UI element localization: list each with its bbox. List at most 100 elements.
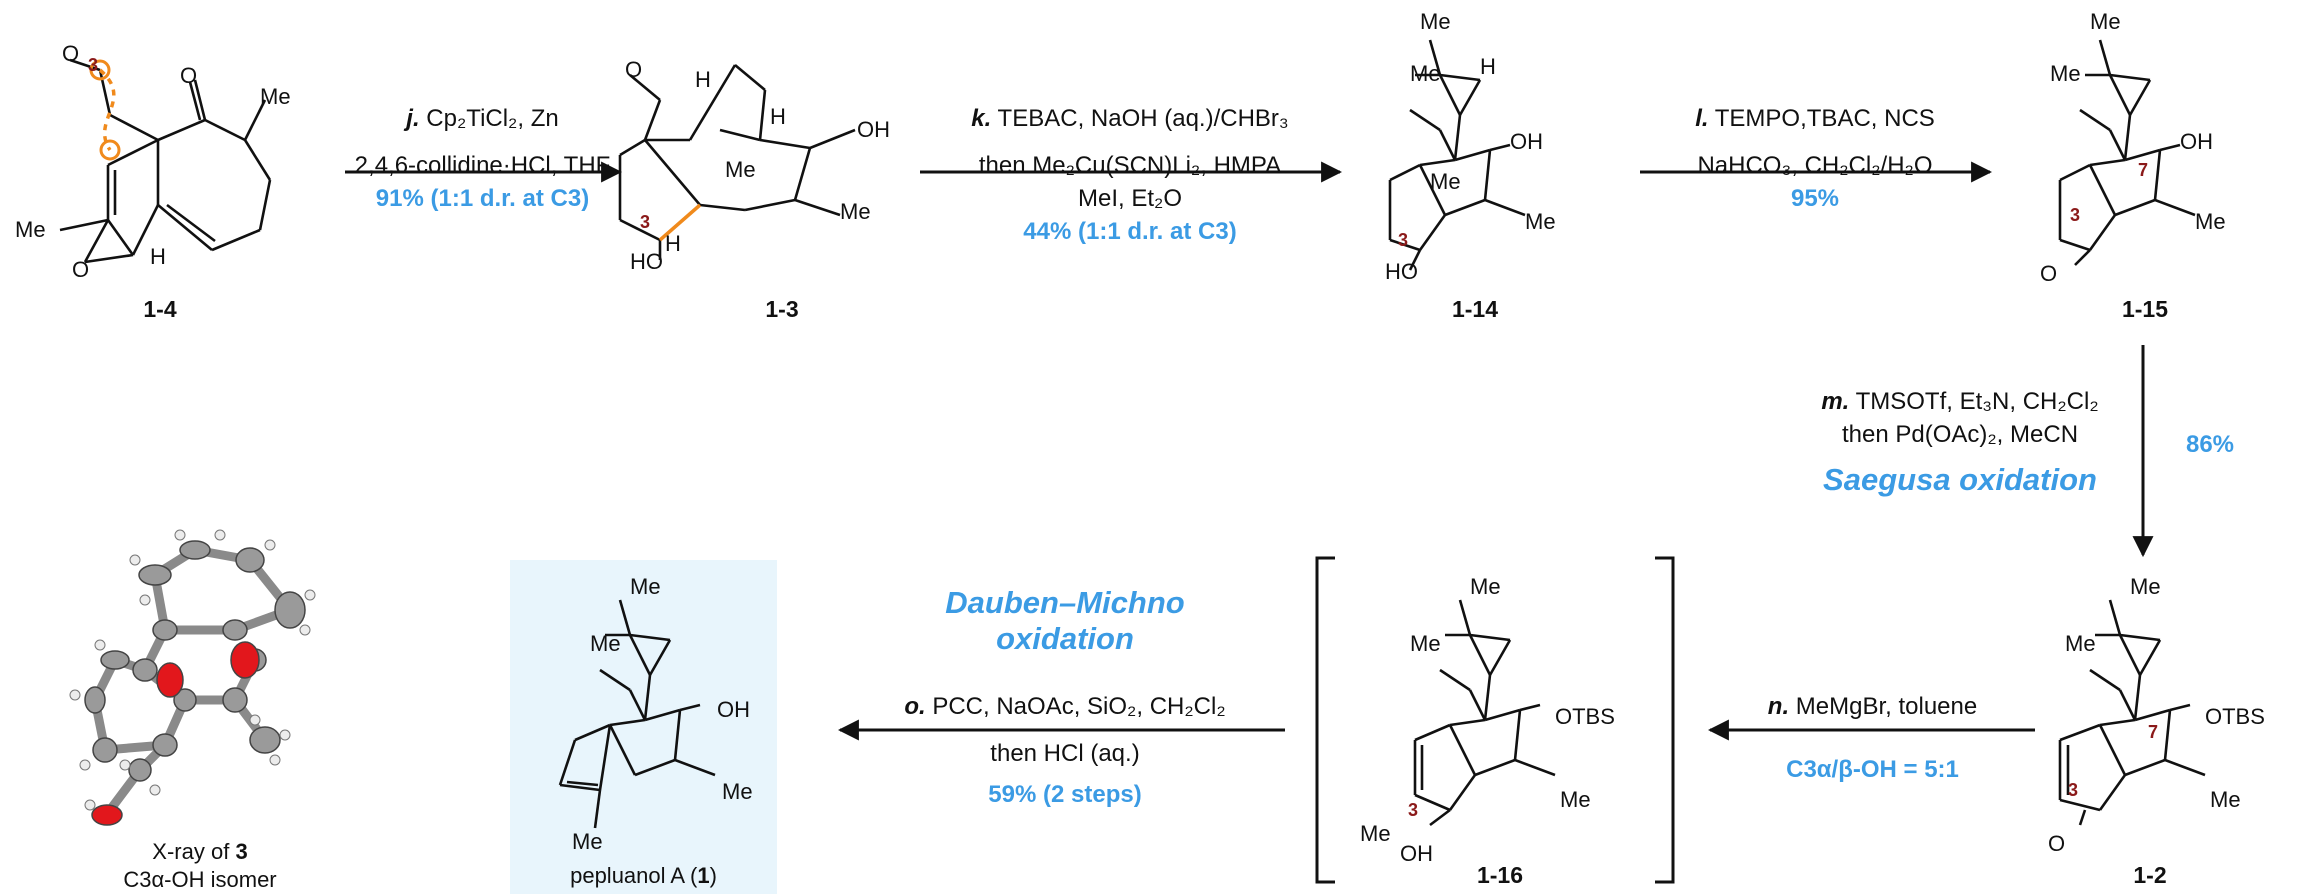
structure-1-15 bbox=[2058, 39, 2196, 266]
step-l-yield: 95% bbox=[1790, 185, 1840, 212]
atom-me-1-14d: Me bbox=[1525, 209, 1556, 234]
atom-me-1-2b: Me bbox=[2065, 631, 2096, 656]
compound-label-1-14: 1-14 bbox=[1451, 296, 1499, 322]
step-m-yield: 86% bbox=[2185, 431, 2235, 458]
atom-oh-1-15: OH bbox=[2180, 129, 2213, 154]
atom-o-epoxide: O bbox=[72, 257, 90, 282]
final-product-name: pepluanol A (1) bbox=[570, 863, 717, 888]
atom-otbs-1-2: OTBS bbox=[2205, 704, 2265, 729]
compound-label-1-16: 1-16 bbox=[1476, 862, 1524, 888]
step-o-line2: then HCl (aq.) bbox=[990, 740, 1140, 767]
step-j-line1: Cp₂TiCl₂, Zn bbox=[426, 105, 559, 132]
atom-h-1-4: H bbox=[150, 244, 166, 269]
structure-pepluanol-a bbox=[558, 599, 716, 829]
step-o-named-reaction: Dauben–Michno oxidation bbox=[845, 585, 1285, 657]
step-n-label: n. bbox=[1767, 693, 1790, 720]
compound-label-1-3: 1-3 bbox=[765, 296, 799, 322]
atom-me-1-3: Me bbox=[725, 157, 756, 182]
step-l-conditions: l. TEMPO,TBAC, NCS NaHCO₃, CH₂Cl₂/H₂O 95… bbox=[1640, 102, 1990, 215]
final-product-number: 1 bbox=[697, 863, 710, 888]
radical-arc-1-4 bbox=[98, 68, 116, 151]
step-n-yield: C3α/β-OH = 5:1 bbox=[1786, 756, 1959, 783]
atom-oh-1-14: OH bbox=[1510, 129, 1543, 154]
step-m-line2: then Pd(OAc)₂, MeCN bbox=[1841, 421, 2079, 448]
atom-ho-1-14: HO bbox=[1385, 259, 1418, 284]
locant-7-1-2: 7 bbox=[2148, 722, 2159, 742]
atom-o-ketone-1-4: O bbox=[180, 63, 198, 88]
step-m-named-reaction: Saegusa oxidation bbox=[1823, 462, 2097, 497]
step-l-label: l. bbox=[1695, 105, 1709, 132]
atom-ho-1-3: HO bbox=[630, 249, 663, 274]
xray-caption: X-ray of 3 C3α-OH isomer bbox=[80, 838, 320, 894]
step-o-named-line2: oxidation bbox=[996, 621, 1134, 656]
step-o-label: o. bbox=[904, 693, 926, 720]
final-product-box bbox=[510, 560, 777, 894]
atom-oh-1-16: OH bbox=[1400, 841, 1433, 866]
atom-me-1-4: Me bbox=[260, 84, 291, 109]
atom-me-1-15a: Me bbox=[2090, 9, 2121, 34]
structure-1-4 bbox=[59, 58, 272, 264]
locant-3-1-4: 3 bbox=[88, 55, 99, 75]
step-l-line2: NaHCO₃, CH₂Cl₂/H₂O bbox=[1697, 152, 1933, 179]
atom-otbs-1-16: OTBS bbox=[1555, 704, 1615, 729]
atom-h-1-14: H bbox=[1480, 54, 1496, 79]
atom-me-1-15c: Me bbox=[2195, 209, 2226, 234]
atom-me-1c: Me bbox=[722, 779, 753, 804]
compound-label-1-2: 1-2 bbox=[2133, 862, 2167, 888]
atom-h-1-3c: H bbox=[665, 231, 681, 256]
xray-caption-prefix: X-ray of bbox=[152, 839, 236, 864]
step-k-yield: 44% (1:1 d.r. at C3) bbox=[1023, 218, 1237, 245]
locant-3-1-16: 3 bbox=[1408, 800, 1419, 820]
step-o-line1: PCC, NaOAc, SiO₂, CH₂Cl₂ bbox=[932, 693, 1226, 720]
locant-3-1-15: 3 bbox=[2070, 205, 2081, 225]
step-n-conditions: n. MeMgBr, toluene C3α/β-OH = 5:1 bbox=[1715, 690, 2030, 786]
atom-oh-1-3: OH bbox=[857, 117, 890, 142]
atom-me-1-14c: Me bbox=[1430, 169, 1461, 194]
atom-me-1b: Me bbox=[590, 631, 621, 656]
atom-me-1-16c: Me bbox=[1560, 787, 1591, 812]
atom-o-1-15: O bbox=[2040, 261, 2058, 286]
structure-1-14 bbox=[1388, 39, 1526, 271]
atom-me-1-14a: Me bbox=[1420, 9, 1451, 34]
step-j-conditions: j. Cp₂TiCl₂, Zn 2,4,6-collidine·HCl, THF… bbox=[345, 102, 620, 215]
atom-me-1a: Me bbox=[630, 574, 661, 599]
atom-me-1-16d: Me bbox=[1360, 821, 1391, 846]
xray-caption-bold: 3 bbox=[235, 839, 248, 864]
step-l-line1: TEMPO,TBAC, NCS bbox=[1714, 105, 1935, 132]
step-j-yield: 91% (1:1 d.r. at C3) bbox=[375, 185, 590, 212]
structure-1-3 bbox=[618, 64, 856, 260]
step-m-line1: TMSOTf, Et₃N, CH₂Cl₂ bbox=[1855, 388, 2099, 415]
atom-me-1-2a: Me bbox=[2130, 574, 2161, 599]
atom-o-1-2: O bbox=[2048, 831, 2066, 856]
step-m-conditions: m. TMSOTf, Et₃N, CH₂Cl₂ then Pd(OAc)₂, M… bbox=[1795, 385, 2125, 451]
atom-h-1-3b: H bbox=[770, 104, 786, 129]
bracket-right bbox=[1655, 556, 1675, 884]
locant-7-1-15: 7 bbox=[2138, 160, 2149, 180]
step-j-line2: 2,4,6-collidine·HCl, THF bbox=[354, 152, 611, 179]
step-k-line2: then Me₂Cu(SCN)Li₂, HMPA bbox=[978, 152, 1282, 179]
atom-me-1-2c: Me bbox=[2210, 787, 2241, 812]
structure-1-16 bbox=[1413, 599, 1556, 827]
step-k-label: k. bbox=[971, 105, 992, 132]
xray-structure bbox=[69, 529, 316, 826]
atom-me-1-15b: Me bbox=[2050, 61, 2081, 86]
structure-1-2 bbox=[2058, 599, 2206, 826]
atom-me-1-16a: Me bbox=[1470, 574, 1501, 599]
step-k-conditions: k. TEBAC, NaOH (aq.)/CHBr₃ then Me₂Cu(SC… bbox=[920, 102, 1340, 248]
atom-me-epoxide: Me bbox=[15, 217, 46, 242]
atom-o-aldehyde: O bbox=[62, 41, 80, 66]
compound-label-1-15: 1-15 bbox=[2121, 296, 2169, 322]
bracket-left bbox=[1315, 556, 1335, 884]
locant-3-1-2: 3 bbox=[2068, 780, 2079, 800]
atom-me-1-14b: Me bbox=[1410, 61, 1441, 86]
step-j-label: j. bbox=[406, 105, 420, 132]
step-k-line3: MeI, Et₂O bbox=[1077, 185, 1182, 212]
atom-h-1-3a: H bbox=[695, 67, 711, 92]
atom-o-1-3: O bbox=[625, 57, 643, 82]
atom-me-1d: Me bbox=[572, 829, 603, 854]
atom-me2-1-3: Me bbox=[840, 199, 871, 224]
xray-caption-line2: C3α-OH isomer bbox=[123, 867, 277, 892]
step-o-named-line1: Dauben–Michno bbox=[945, 585, 1185, 620]
atom-oh-1: OH bbox=[717, 697, 750, 722]
